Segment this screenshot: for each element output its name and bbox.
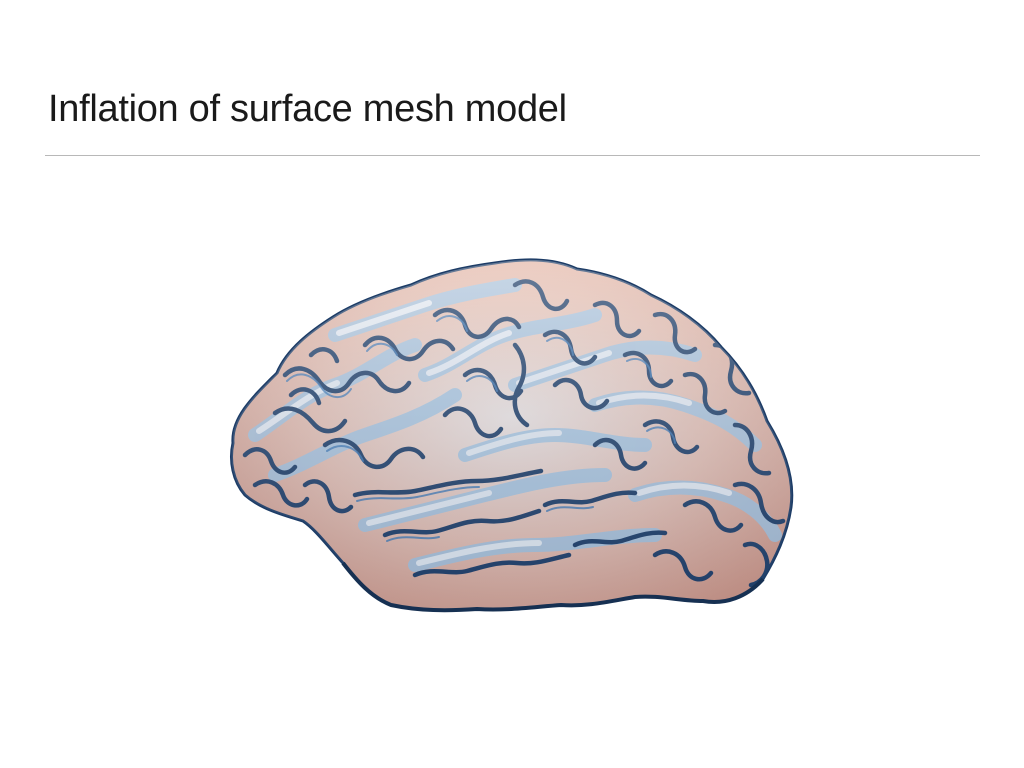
slide-title: Inflation of surface mesh model — [48, 88, 567, 130]
brain-surface-mesh-icon — [230, 258, 794, 613]
title-divider — [45, 155, 980, 156]
brain-surface-mesh-image — [215, 245, 805, 630]
